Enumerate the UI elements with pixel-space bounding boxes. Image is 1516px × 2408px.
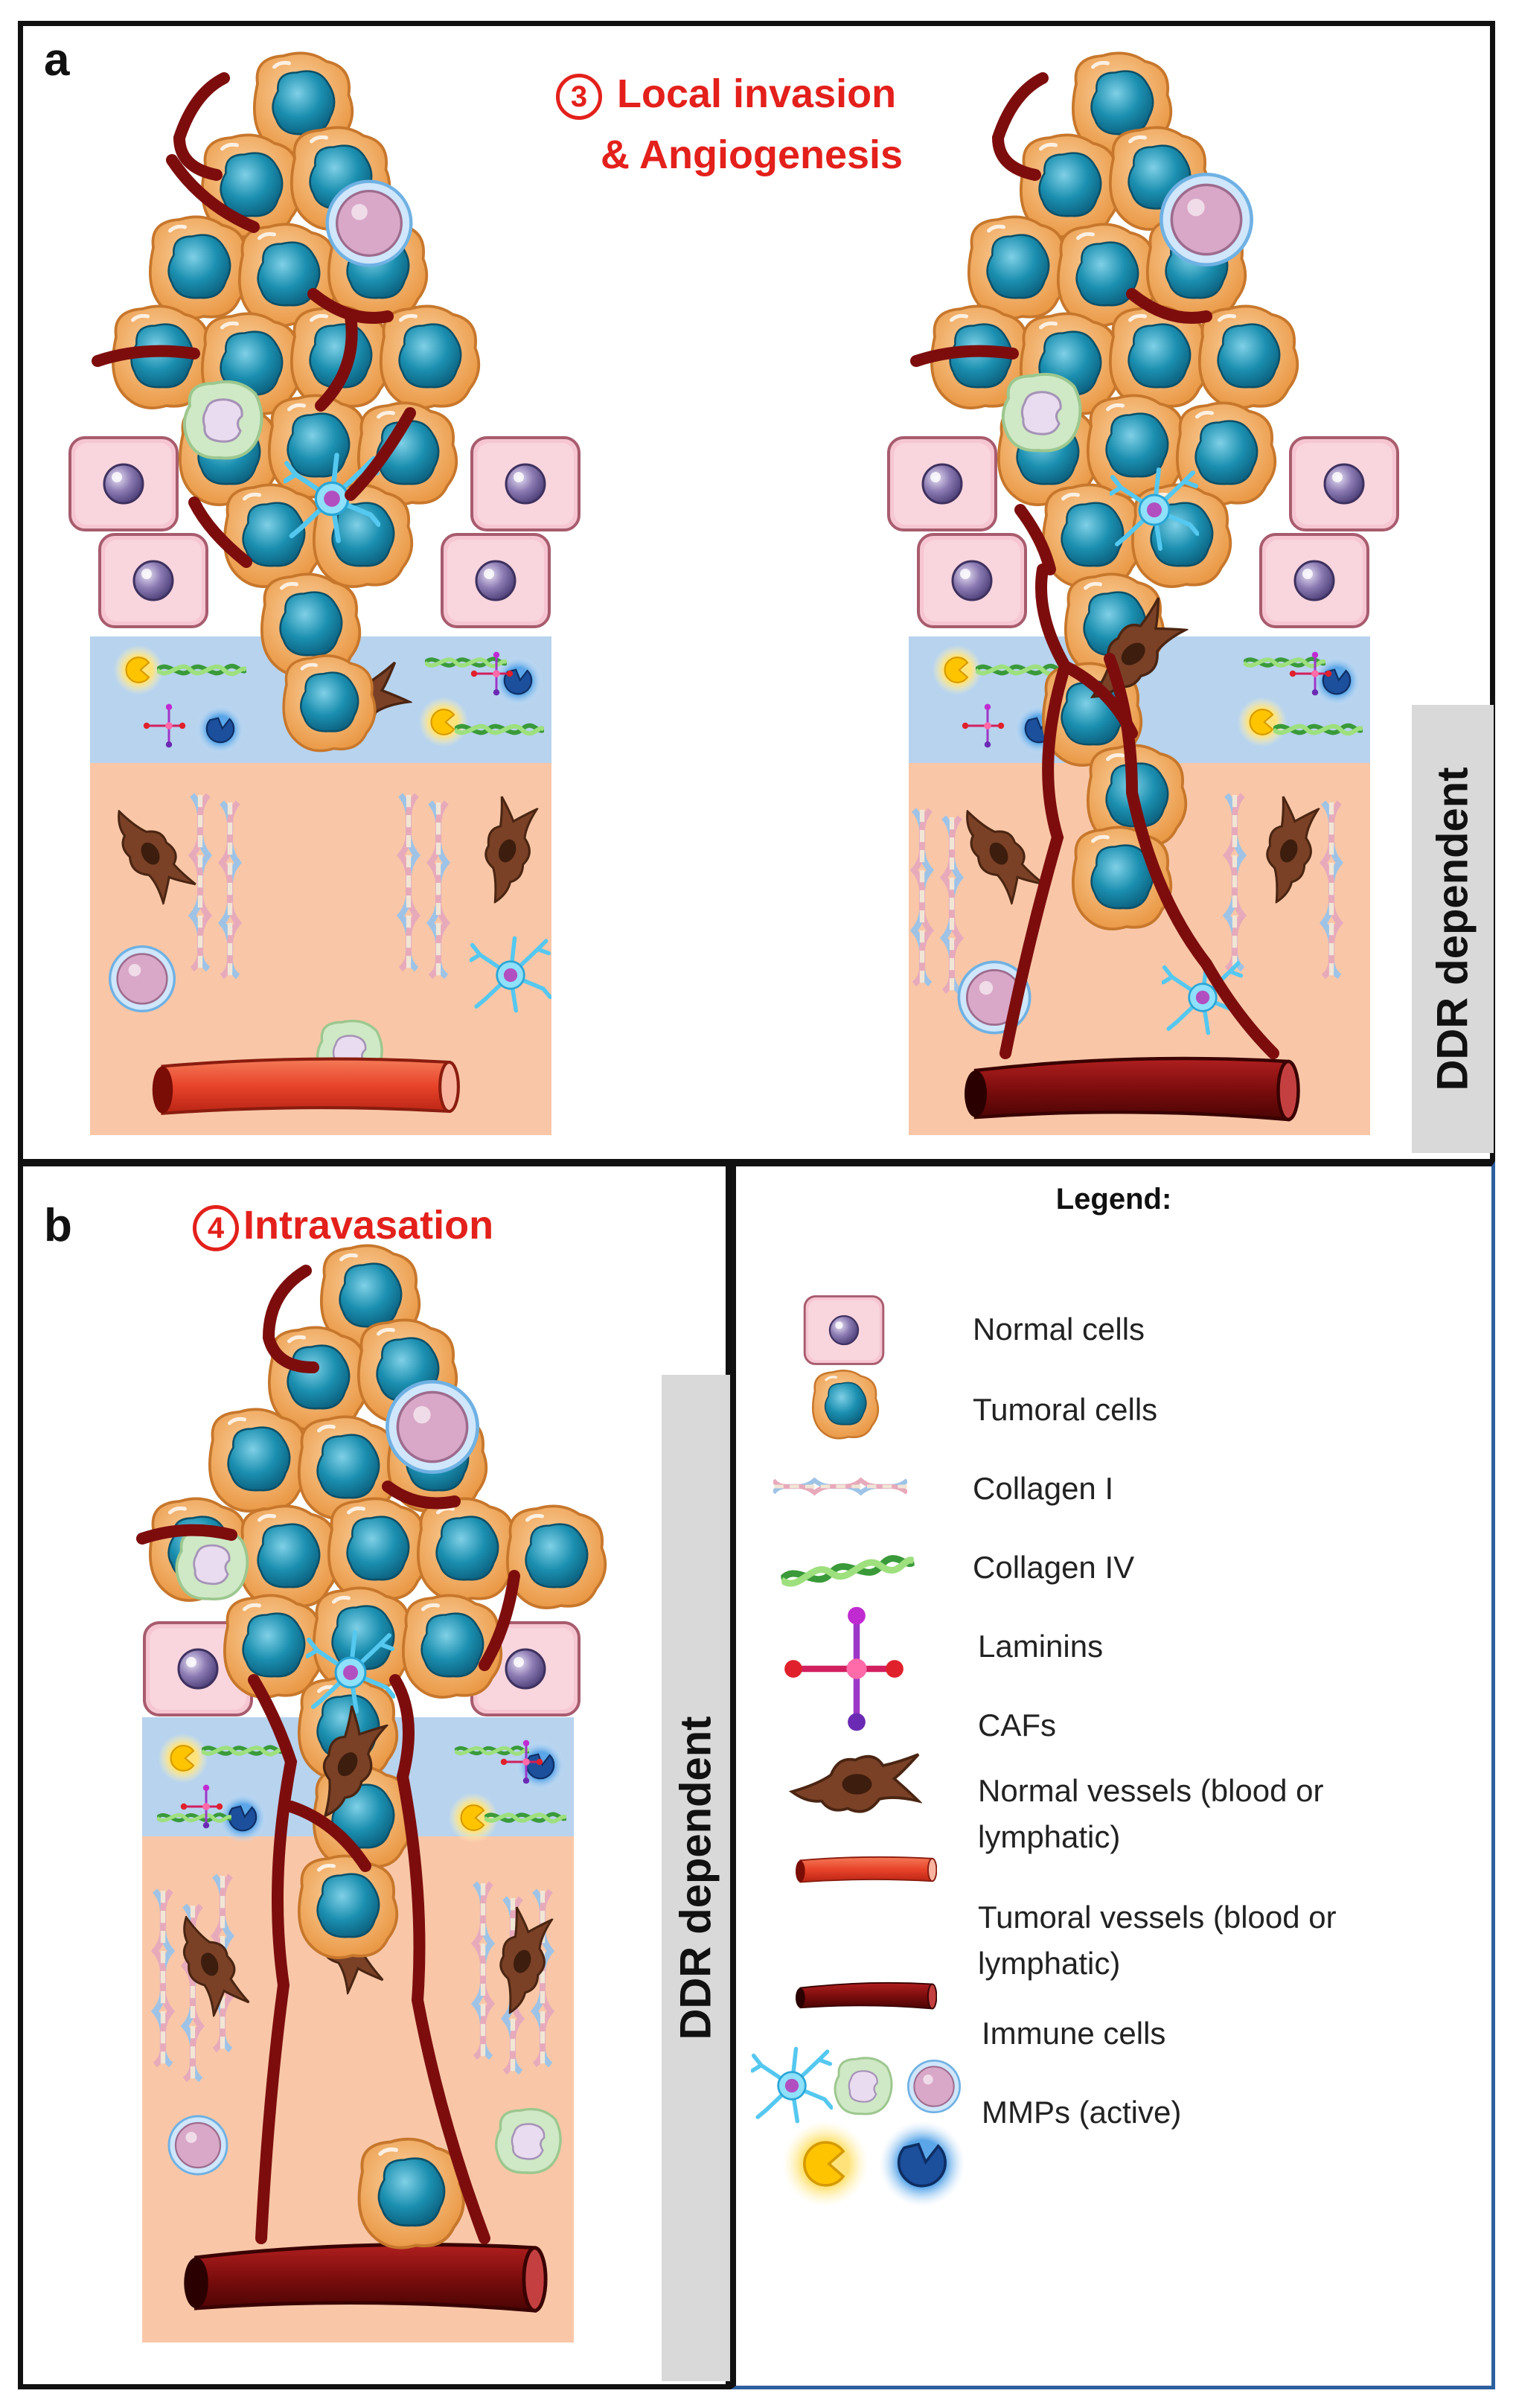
tumoral-vessel-icon xyxy=(796,1981,937,2010)
tumoral-vessel xyxy=(965,1058,1299,1120)
tumoral-vessel xyxy=(184,2244,546,2310)
panel-a-ddr-label: DDR dependent xyxy=(1412,705,1494,1153)
collagen-iv-icon xyxy=(781,1556,915,1586)
mmp-yellow xyxy=(112,644,164,696)
dendritic-icon xyxy=(752,2049,831,2121)
normal-cell xyxy=(441,533,551,628)
normal-cell xyxy=(1289,436,1399,531)
panel-b-ddr-label: DDR dependent xyxy=(662,1375,730,2381)
panel-b-scene xyxy=(136,1241,633,2342)
legend-title: Legend: xyxy=(1055,1183,1172,1216)
ddr-dependent-text: DDR dependent xyxy=(671,1716,720,2040)
lymphocyte-icon xyxy=(907,2059,961,2114)
lymphocyte xyxy=(327,182,412,266)
normal-cell xyxy=(917,533,1027,628)
lymphocyte xyxy=(109,945,176,1013)
legend-label-tumoral-cells: Tumoral cells xyxy=(973,1392,1158,1427)
normal-cell xyxy=(470,436,581,531)
panel-a-step-line2: & Angiogenesis xyxy=(601,132,903,177)
mmp-blue xyxy=(194,703,246,756)
legend-label-normal-cells: Normal cells xyxy=(973,1312,1145,1347)
tumor-vessels xyxy=(136,1265,520,2244)
lymphocyte xyxy=(167,2115,228,2176)
legend-label-collagen-i: Collagen I xyxy=(973,1471,1114,1506)
tumor-vessels xyxy=(910,72,1279,1059)
panel-a-left-scene xyxy=(68,48,581,1135)
mmp-yellow xyxy=(157,1732,209,1784)
legend-label-normal-vessels: Normal vessels (blood or lymphatic) xyxy=(978,1773,1324,1854)
tumoral-cell-icon xyxy=(811,1369,880,1440)
ddr-dependent-text: DDR dependent xyxy=(1428,767,1477,1091)
mmp-blue-icon xyxy=(877,2119,967,2209)
legend-label-collagen-iv: Collagen IV xyxy=(973,1550,1135,1585)
normal-cell xyxy=(98,533,208,628)
macrophage xyxy=(495,2107,562,2174)
mmp-yellow xyxy=(447,1792,499,1844)
normal-cell xyxy=(68,436,179,531)
legend-label-immune-cells: Immune cells xyxy=(982,2016,1166,2051)
legend-label-tumoral-vessels: Tumoral vessels (blood or lymphatic) xyxy=(978,1900,1337,1981)
lymphocyte xyxy=(1161,174,1251,264)
legend-label-cafs: CAFs xyxy=(978,1708,1056,1743)
macrophage-icon xyxy=(834,2057,893,2115)
normal-vessel xyxy=(153,1059,458,1114)
normal-cell xyxy=(887,436,997,531)
step-3-badge: 3 xyxy=(556,73,602,120)
panel-b-step-text: Intravasation xyxy=(243,1203,494,1248)
step-4-badge: 4 xyxy=(193,1204,239,1251)
mmp-yellow xyxy=(931,644,983,696)
normal-vessel-icon xyxy=(796,1856,937,1883)
panel-a-label: a xyxy=(44,34,70,86)
panel-a: a 3 Local invasion & Angiogenesis xyxy=(18,21,1495,1164)
macrophage xyxy=(1001,372,1082,453)
mmp-yellow xyxy=(1236,696,1288,748)
macrophage xyxy=(182,380,263,460)
lymphocyte xyxy=(387,1382,477,1472)
normal-cell-icon xyxy=(803,1295,885,1365)
mmp-yellow-icon xyxy=(781,2119,870,2209)
mmp-yellow xyxy=(418,696,470,748)
laminin-icon xyxy=(784,1607,903,1731)
tumor-vessels xyxy=(92,72,416,568)
collagen-i-icon xyxy=(773,1481,907,1493)
legend-label-mmps: MMPs (active) xyxy=(982,2095,1182,2130)
legend-panel: Legend: Normal cells Tumoral cells Colla… xyxy=(731,1161,1495,2389)
panel-a-right-scene xyxy=(887,48,1399,1135)
panel-b-label: b xyxy=(44,1200,72,1251)
panel-a-step-line1: Local invasion xyxy=(617,71,897,116)
legend-label-laminins: Laminins xyxy=(978,1629,1104,1664)
panel-a-step-title: 3 Local invasion xyxy=(556,63,896,124)
caf-icon xyxy=(790,1753,920,1813)
macrophage xyxy=(175,1527,249,1601)
normal-cell xyxy=(1259,533,1369,628)
